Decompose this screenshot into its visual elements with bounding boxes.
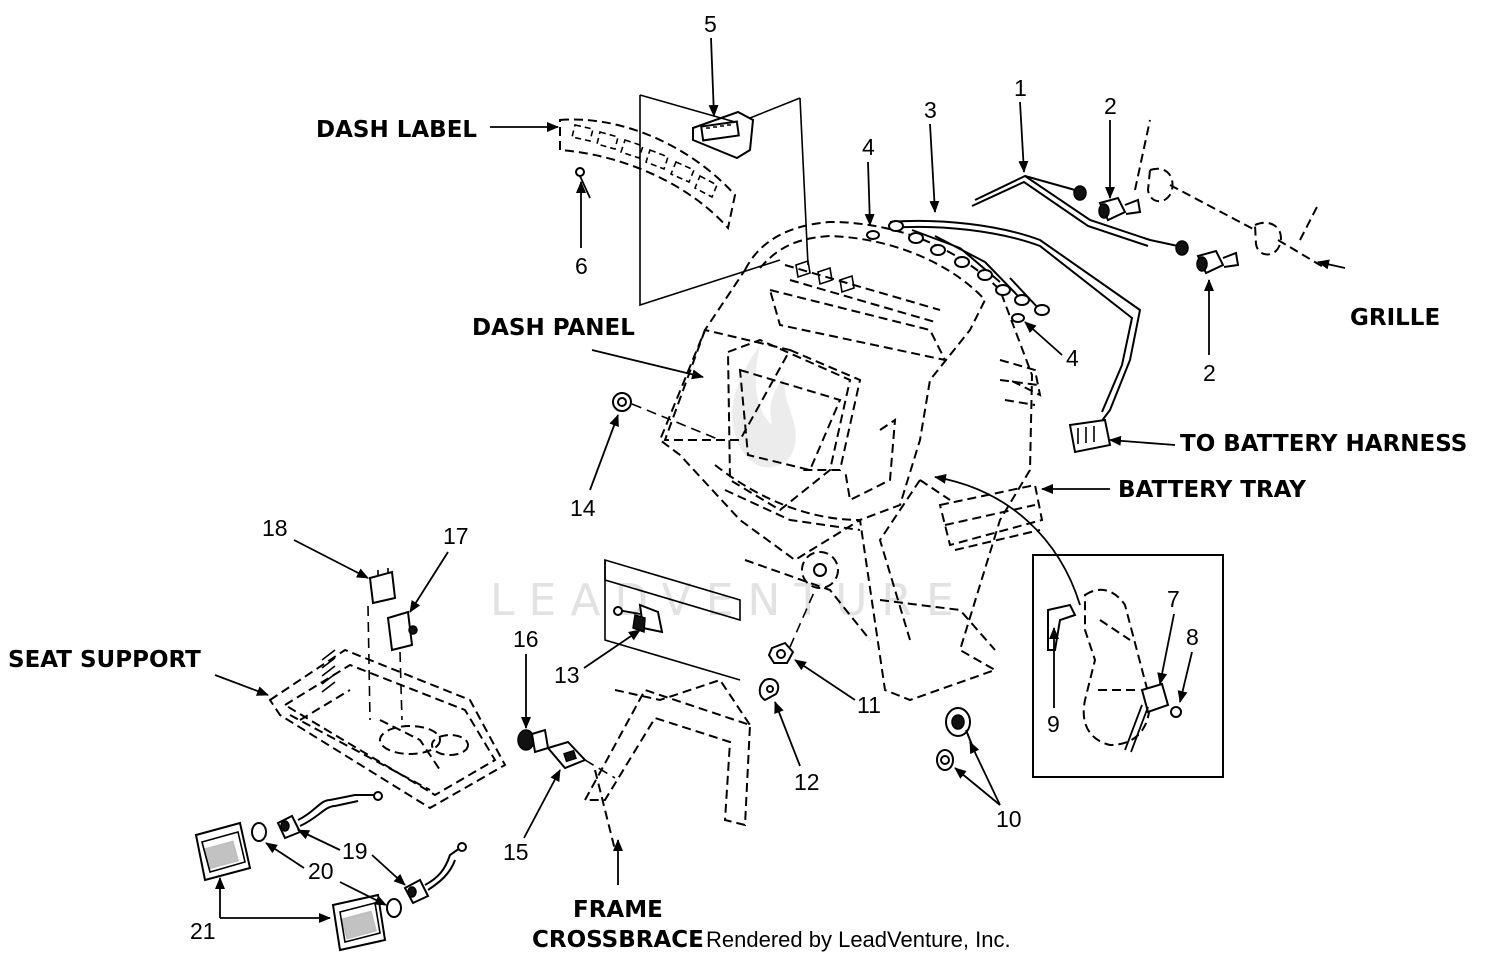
switch-panel-area <box>604 558 741 681</box>
switch-part-13 <box>613 603 664 634</box>
light-socket-part-2a <box>1098 196 1142 222</box>
light-socket-part-2b <box>1196 249 1240 275</box>
terminal-part-4a <box>866 230 880 240</box>
label-seat-support: SEAT SUPPORT <box>8 647 201 673</box>
callout-20: 20 <box>308 858 334 884</box>
bulb-part-20a <box>251 822 267 842</box>
label-grille: GRILLE <box>1350 305 1440 331</box>
hourmeter-part <box>692 110 755 160</box>
terminal-part-4b <box>1011 313 1025 323</box>
light-harness-part-19 <box>276 791 467 905</box>
callout-17: 17 <box>443 523 469 549</box>
bulb-part-20b <box>386 898 402 918</box>
callout-6: 6 <box>575 253 588 279</box>
callout-10: 10 <box>996 806 1022 832</box>
nut-part-14 <box>612 392 632 412</box>
watermark: LEADVENTURE <box>490 575 968 626</box>
callout-9: 9 <box>1047 711 1060 737</box>
callout-14: 14 <box>570 495 596 521</box>
callout-7: 7 <box>1167 586 1180 612</box>
callout-19: 19 <box>342 838 368 864</box>
callout-1: 1 <box>1014 75 1027 101</box>
dash-panel-part <box>658 220 1042 702</box>
callout-16: 16 <box>513 626 539 652</box>
callout-18: 18 <box>262 515 288 541</box>
callout-12: 12 <box>794 769 820 795</box>
callout-13: 13 <box>554 662 580 688</box>
callout-2b: 2 <box>1203 360 1216 386</box>
callout-3: 3 <box>924 97 937 123</box>
nut-part-11 <box>767 641 795 664</box>
headlight-part-21a <box>194 821 252 882</box>
label-frame: FRAME <box>573 897 663 923</box>
screw-part-6 <box>575 167 591 199</box>
callout-4b: 4 <box>1066 345 1079 371</box>
callout-2a: 2 <box>1104 93 1117 119</box>
callout-11: 11 <box>857 692 881 718</box>
headlight-part-21b <box>331 893 387 952</box>
callout-5: 5 <box>704 11 717 37</box>
dash-label-part <box>559 118 737 231</box>
nut-part-16 <box>517 728 550 754</box>
battery-tray-part <box>938 483 1044 551</box>
callout-4a: 4 <box>862 134 875 160</box>
screw-part-8 <box>1170 706 1182 718</box>
seat-switch-part-18 <box>368 568 397 605</box>
switch-part-15 <box>546 740 587 770</box>
label-battery-tray: BATTERY TRAY <box>1118 477 1306 503</box>
wire-harness-part-3 <box>888 219 1142 454</box>
callout-15: 15 <box>503 839 529 865</box>
battery-tray-arrow <box>934 473 1081 606</box>
watermark-flame-icon <box>732 345 796 468</box>
key-switch-part-10 <box>936 707 973 771</box>
credit-text: Rendered by LeadVenture, Inc. <box>706 927 1011 952</box>
callout-21: 21 <box>190 918 216 944</box>
label-dash-panel: DASH PANEL <box>472 315 635 341</box>
label-to-battery-harness: TO BATTERY HARNESS <box>1180 431 1467 457</box>
inset-box <box>1032 554 1224 778</box>
switch-part-17 <box>386 610 418 652</box>
grille-part <box>1134 119 1326 269</box>
callout-8: 8 <box>1186 624 1199 650</box>
light-harness-part-1 <box>971 174 1189 256</box>
switch-part-7 <box>1124 682 1170 753</box>
bracket-part-9 <box>1047 603 1077 651</box>
seat-support-part <box>268 648 507 810</box>
label-dash-label: DASH LABEL <box>316 117 477 143</box>
label-crossbrace: CROSSBRACE <box>532 927 704 953</box>
frame-crossbrace-part <box>583 678 752 851</box>
clip-part-12 <box>758 678 780 702</box>
